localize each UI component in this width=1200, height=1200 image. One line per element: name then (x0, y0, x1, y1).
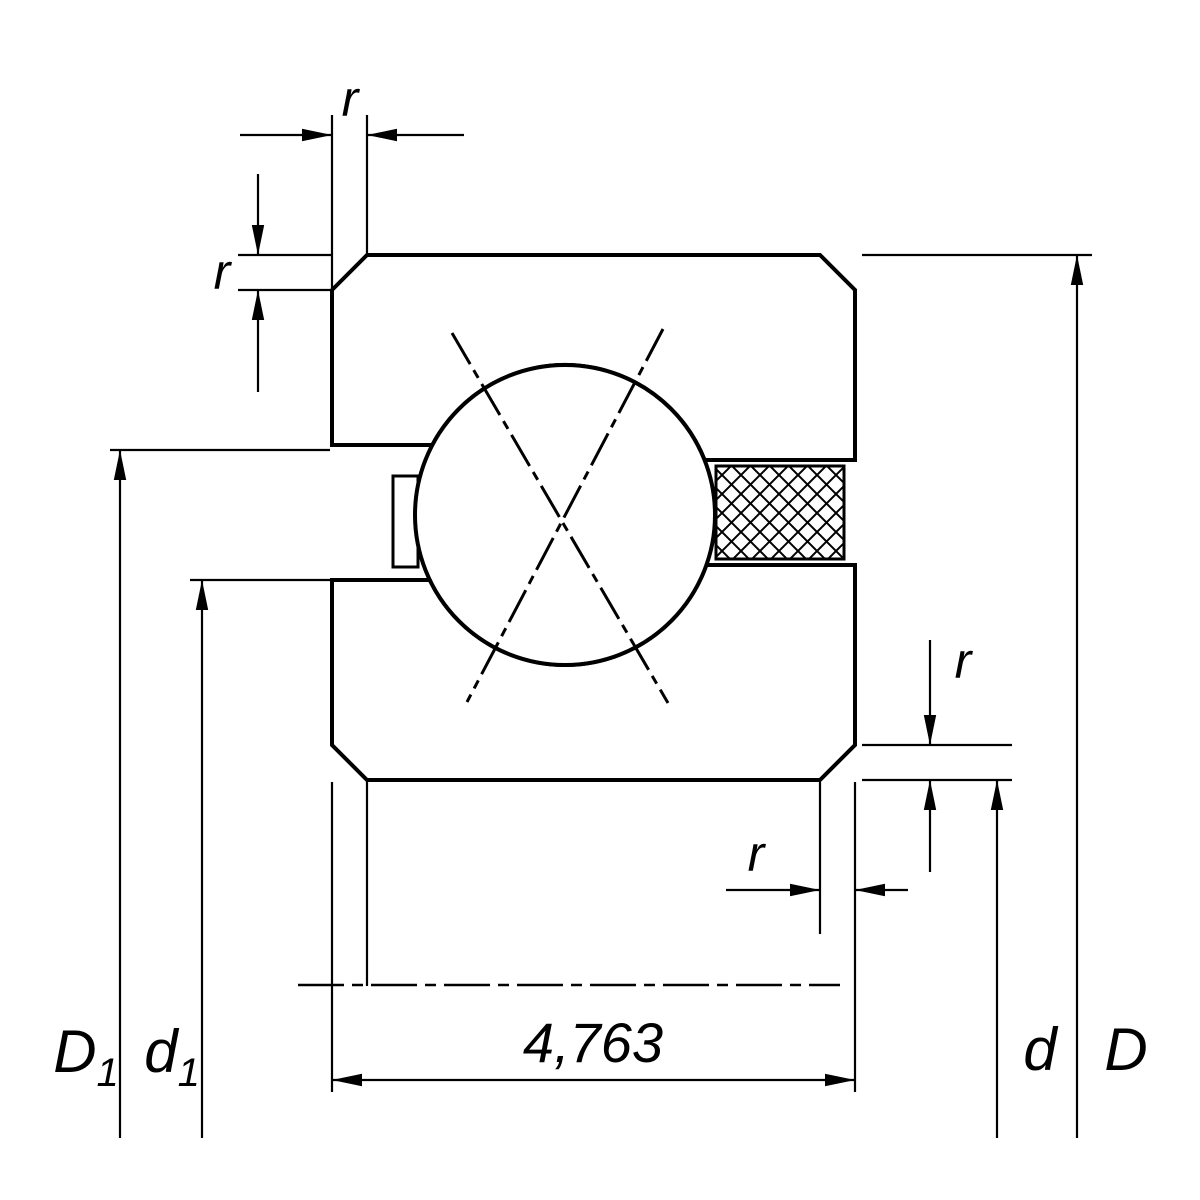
arrowhead-up (990, 780, 1004, 810)
d1-subscript: 1 (178, 1051, 200, 1095)
arrowhead-left (367, 128, 397, 142)
dim-d: d (990, 780, 1058, 1138)
dim-r-bottom: r (726, 782, 908, 934)
dim-d1: d1 (144, 578, 330, 1138)
D-label: D (1104, 1016, 1147, 1083)
d1-label: d1 (144, 1018, 200, 1095)
arrowhead-up (923, 780, 937, 810)
r-right-label: r (955, 633, 974, 689)
contact-line-left (450, 332, 670, 704)
d-label: d (1023, 1016, 1058, 1083)
cage-right-section (714, 464, 846, 561)
arrowhead-left (855, 883, 885, 897)
r-top-label: r (342, 71, 361, 127)
dim-bore-width: 4,763 (330, 782, 857, 1092)
arrowhead-up (251, 290, 265, 320)
D1-label: D1 (53, 1018, 119, 1095)
r-left-label: r (214, 244, 233, 300)
arrowhead-up (113, 450, 127, 480)
contact-line-right (465, 328, 665, 703)
dim-D1: D1 (53, 448, 330, 1138)
dim-r-right: r (862, 633, 1012, 872)
arrowhead-up (195, 580, 209, 610)
arrowhead-left (332, 1073, 362, 1087)
arrowhead-right (790, 883, 820, 897)
dim-D: D (862, 253, 1148, 1138)
d1-symbol: d (144, 1018, 179, 1085)
D1-symbol: D (53, 1018, 96, 1085)
r-bottom-label: r (748, 826, 767, 882)
arrowhead-right (825, 1073, 855, 1087)
D1-subscript: 1 (97, 1051, 119, 1095)
contact-angle-lines (450, 328, 670, 704)
dim-r-top: r (240, 71, 464, 288)
arrowhead-up (1070, 255, 1084, 285)
bearing-cross-section (330, 253, 857, 782)
arrowhead-down (251, 225, 265, 255)
arrowhead-down (923, 715, 937, 745)
arrowhead-right (302, 128, 332, 142)
bore-width-label: 4,763 (523, 1011, 663, 1074)
dim-r-left: r (214, 174, 332, 392)
